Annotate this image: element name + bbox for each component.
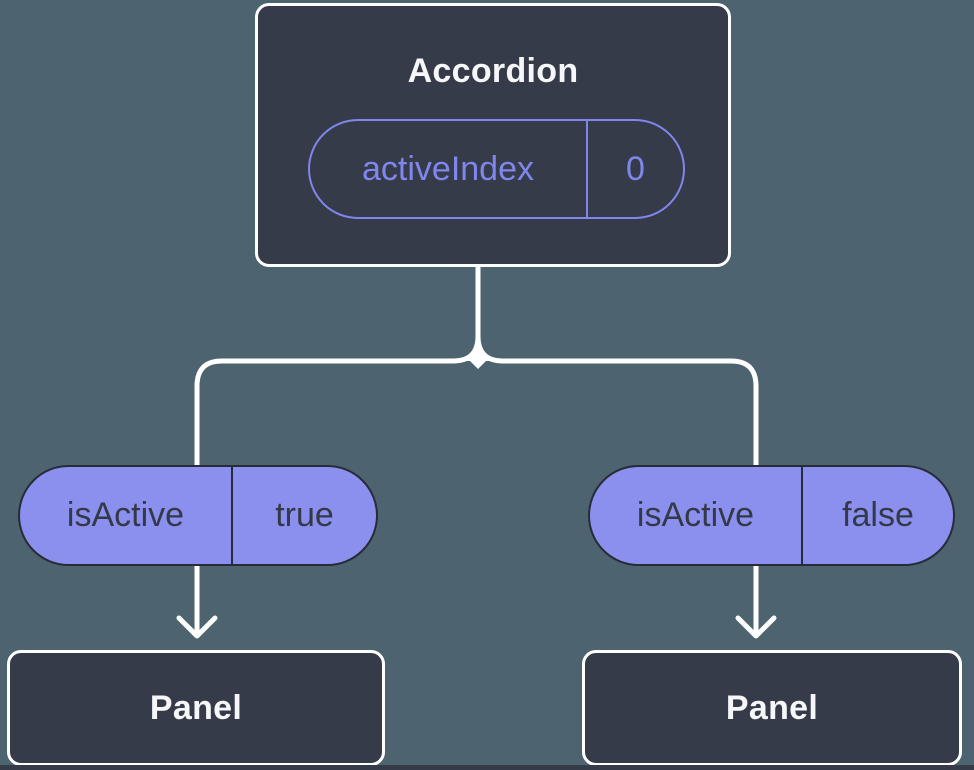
- prop-value-label: 0: [626, 149, 645, 188]
- is-active-pill-false: isActive false: [588, 465, 955, 566]
- fork-cusp: [456, 336, 500, 361]
- cropped-edge-strip: [0, 765, 974, 770]
- arrowhead-down-icon: [735, 615, 777, 639]
- active-index-prop-pill: activeIndex 0: [308, 119, 685, 219]
- panel-node-title: Panel: [149, 688, 243, 727]
- panel-node-title: Panel: [725, 688, 819, 727]
- is-active-pill-true: isActive true: [18, 465, 378, 566]
- prop-name-label: isActive: [20, 467, 233, 564]
- arrowhead-down-icon: [176, 615, 218, 639]
- prop-name-label: activeIndex: [310, 121, 588, 217]
- prop-value-label: true: [275, 496, 334, 534]
- prop-name-label: isActive: [590, 467, 803, 564]
- accordion-node-title: Accordion: [407, 52, 579, 90]
- panel-node-right: Panel: [582, 650, 962, 766]
- panel-node-left: Panel: [7, 650, 385, 766]
- tree-branch-right: [475, 255, 759, 634]
- prop-value-label: false: [842, 496, 914, 534]
- accordion-node: Accordion activeIndex 0: [255, 3, 731, 267]
- fork-cusp-tip: [470, 361, 486, 369]
- tree-branch-left: [194, 255, 481, 634]
